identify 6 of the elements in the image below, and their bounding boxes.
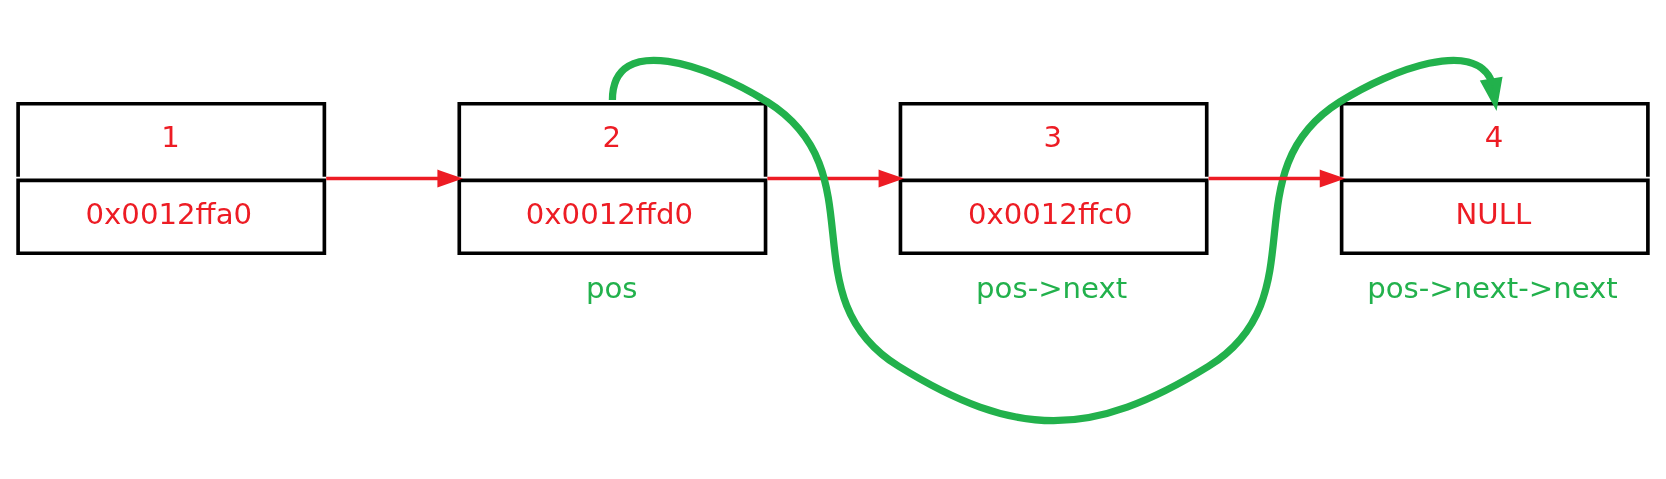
node-label: pos->next->next xyxy=(1367,270,1618,305)
arrow xyxy=(1208,169,1346,187)
node-label: pos->next xyxy=(976,270,1128,305)
node-label: pos xyxy=(585,270,638,305)
arrow xyxy=(326,169,463,187)
arrow xyxy=(767,169,905,187)
